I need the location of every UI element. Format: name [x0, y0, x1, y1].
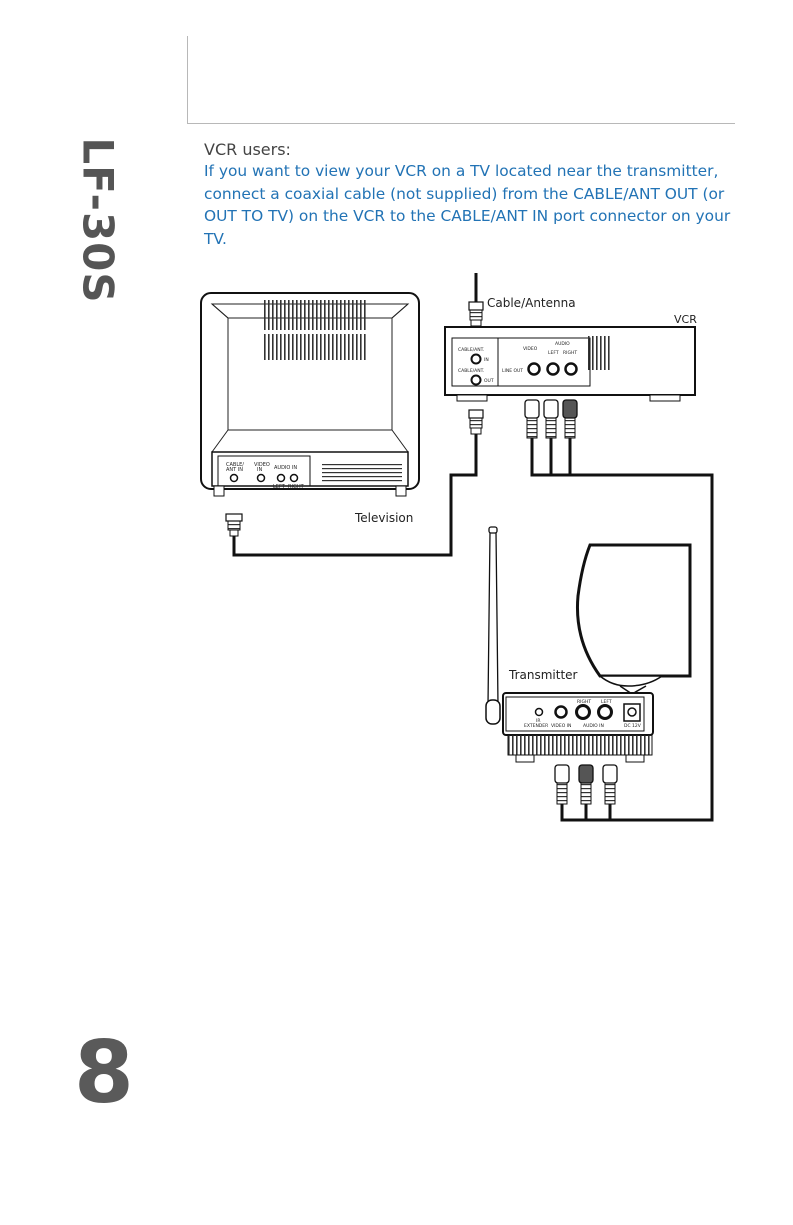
transmitter: Transmitter IR EXTENDER VIDEO IN RIGHT L…: [485, 526, 692, 805]
vcr-label: VCR: [674, 313, 697, 326]
tv-cable-label: CABLE/: [226, 462, 244, 468]
vcr-right-label: RIGHT: [563, 350, 577, 356]
vcr-cable-in-label: CABLE/ANT.: [458, 347, 484, 353]
transmitter-rca-plugs: [554, 764, 618, 805]
tv-left-label: LEFT: [273, 484, 286, 490]
section-body: If you want to view your VCR on a TV loc…: [204, 162, 731, 248]
vcr-video-label: VIDEO: [523, 346, 538, 352]
television-label: Television: [354, 511, 413, 525]
vcr-out-label: OUT: [484, 378, 494, 384]
tx-right-label: RIGHT: [577, 699, 591, 705]
tx-audio-in-label: AUDIO IN: [583, 723, 604, 729]
tv-antin-label: ANT IN: [226, 467, 243, 473]
tx-left-label: LEFT: [601, 699, 612, 705]
cable-antenna: Cable/Antenna: [468, 273, 576, 327]
vcr-in-label: IN: [484, 357, 489, 363]
vcr-rca-plugs: [524, 399, 578, 439]
transmitter-label: Transmitter: [508, 668, 578, 682]
television: CABLE/ ANT IN VIDEO IN AUDIO IN LEFT RIG…: [200, 292, 420, 537]
vcr-left-label: LEFT: [548, 350, 559, 356]
page-number: 8: [74, 1023, 134, 1123]
cables: [232, 434, 714, 822]
tx-dc-label: DC 12V: [624, 723, 642, 729]
vcr-line-out-label: LINE OUT: [502, 368, 523, 374]
tx-extender-label: EXTENDER: [524, 723, 548, 729]
section-heading: VCR users:: [204, 140, 291, 159]
tv-audio-in-label: AUDIO IN: [274, 465, 297, 471]
tv-video-label: VIDEO: [254, 462, 270, 468]
tx-video-in-label: VIDEO IN: [551, 723, 571, 729]
header-horizontal-rule: [187, 123, 735, 124]
header-vertical-rule: [187, 36, 188, 124]
vcr-audio-label: AUDIO: [555, 341, 570, 347]
vcr: VCR CABLE/ANT. IN CABLE/ANT. OUT VIDEO A…: [444, 313, 697, 439]
tv-right-label: RIGHT: [288, 484, 305, 490]
vcr-cable-out-label: CABLE/ANT.: [458, 368, 484, 374]
tv-video-in-label: IN: [257, 467, 262, 473]
tx-ir-label: IR: [536, 718, 540, 724]
cable-antenna-label: Cable/Antenna: [487, 296, 576, 310]
